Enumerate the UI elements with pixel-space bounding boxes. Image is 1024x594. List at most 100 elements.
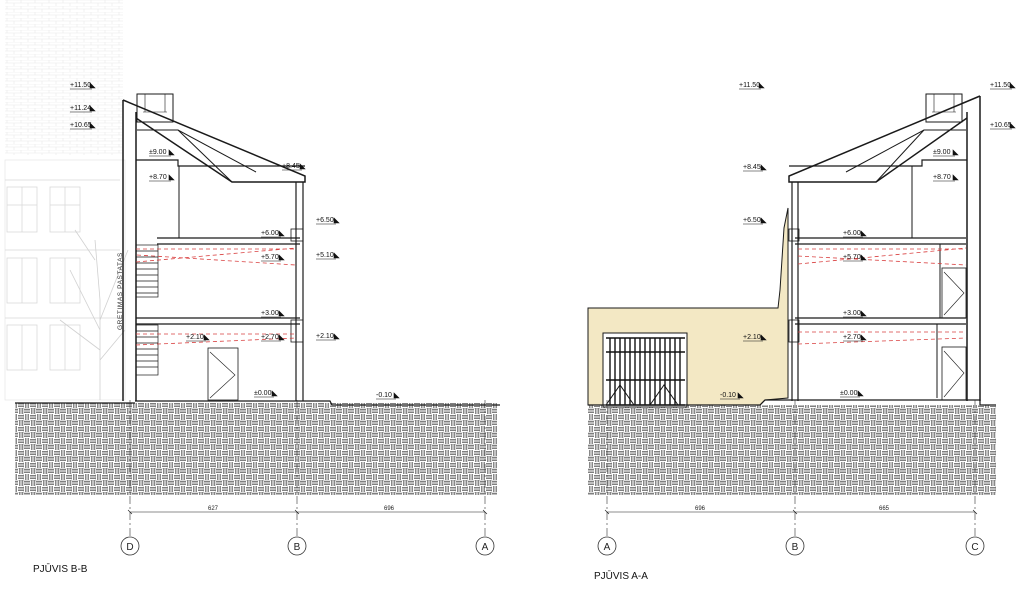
svg-text:+8.70: +8.70	[933, 174, 951, 181]
svg-text:-0.10: -0.10	[720, 392, 736, 399]
section-title-aa: PJŪVIS A-A	[594, 570, 648, 582]
level-marker: -0.10	[376, 392, 400, 400]
floor-1-aa	[795, 317, 966, 325]
roof-bb	[122, 99, 306, 183]
left-wall-aa	[791, 182, 799, 401]
svg-text:B: B	[294, 542, 301, 553]
axis-bubbles-aa: A B C	[597, 536, 985, 556]
svg-text:+10.65: +10.65	[70, 122, 92, 129]
level-marker: +6.00	[261, 230, 285, 238]
svg-text:+2.10: +2.10	[743, 334, 761, 341]
svg-text:B: B	[792, 542, 799, 553]
level-marker: +10.65	[70, 122, 96, 130]
section-bb	[15, 93, 500, 540]
section-title-bb: PJŪVIS B-B	[33, 563, 88, 575]
level-markers-bb: +11.50 +11.24 +10.65 ±9.00 +8.70 +8.45 +…	[70, 82, 400, 400]
level-marker: +11.50	[70, 82, 96, 90]
level-marker: +10.65	[990, 122, 1016, 130]
level-marker: -0.10	[720, 392, 744, 400]
chimney-aa	[925, 93, 963, 123]
svg-text:+11.24: +11.24	[70, 105, 91, 112]
axis-bubble: D	[120, 536, 140, 556]
level-marker: ±9.00	[149, 149, 175, 157]
level-marker: ±0.00	[254, 390, 278, 398]
level-marker: +8.70	[933, 174, 959, 182]
level-marker: +5.70	[843, 254, 867, 262]
svg-text:±0.00: ±0.00	[254, 390, 272, 397]
svg-text:+11.50: +11.50	[990, 82, 1011, 89]
neighbor-facade	[4, 0, 129, 401]
axis-bubbles-bb: D B A	[120, 536, 495, 556]
ground-aa	[588, 405, 996, 495]
level-marker: +8.70	[149, 174, 175, 182]
level-marker: +2.70	[843, 334, 867, 342]
svg-text:+2.10: +2.10	[186, 334, 204, 341]
door-aa-upper	[941, 267, 967, 319]
svg-text:+8.45: +8.45	[743, 164, 761, 171]
door-aa-lower	[941, 346, 967, 401]
svg-text:±9.00: ±9.00	[149, 149, 167, 156]
svg-text:+8.70: +8.70	[149, 174, 167, 181]
section-aa	[587, 93, 996, 540]
level-marker: +2.10	[186, 334, 210, 342]
ground-bb	[15, 403, 497, 495]
svg-text:D: D	[126, 542, 133, 553]
right-wall-aa	[966, 96, 981, 401]
roof-aa	[788, 95, 981, 183]
level-marker: +6.00	[843, 230, 867, 238]
dimension-label: 696	[695, 506, 706, 512]
axis-bubble: A	[597, 536, 617, 556]
level-marker: +6.50	[316, 217, 340, 225]
svg-text:+11.50: +11.50	[70, 82, 91, 89]
level-markers-aa: +11.50 +11.50 +10.65 +8.45 ±9.00 +8.70 +…	[720, 82, 1016, 400]
right-wall-bb	[295, 182, 304, 401]
neighbor-building-label: GRETIMAS PASTATAS	[117, 252, 124, 330]
gate-bars	[605, 337, 685, 406]
svg-text:+3.00: +3.00	[261, 310, 279, 317]
floor-2-aa	[795, 237, 966, 245]
svg-text:A: A	[604, 542, 611, 553]
axis-bubble: B	[785, 536, 805, 556]
level-marker: +2.10	[743, 334, 767, 342]
level-marker: ±0.00	[840, 390, 864, 398]
level-marker: +5.70	[261, 254, 285, 262]
level-marker: +2.10	[316, 333, 340, 341]
axis-bubble: A	[475, 536, 495, 556]
svg-text:±0.00: ±0.00	[840, 390, 858, 397]
floor-2-bb	[157, 237, 300, 245]
svg-text:+6.50: +6.50	[316, 217, 334, 224]
level-marker: +8.45	[743, 164, 767, 172]
level-marker: +5.10	[316, 252, 340, 260]
floor-1-bb	[136, 317, 300, 325]
level-marker: +3.00	[843, 310, 867, 318]
level-marker: +11.50	[990, 82, 1016, 90]
axis-bubble: B	[287, 536, 307, 556]
svg-text:+2.10: +2.10	[316, 333, 334, 340]
dimension-label: 627	[208, 506, 219, 512]
svg-text:+5.70: +5.70	[261, 254, 279, 261]
svg-text:+3.00: +3.00	[843, 310, 861, 317]
level-marker: ±9.00	[933, 149, 959, 157]
level-marker: +11.24	[70, 105, 96, 113]
svg-text:+11.50: +11.50	[739, 82, 760, 89]
tree-sketch	[59, 229, 129, 400]
svg-text:C: C	[971, 542, 978, 553]
dimension-label: 665	[879, 506, 890, 512]
level-marker: +8.45	[282, 163, 306, 171]
svg-text:A: A	[482, 542, 489, 553]
dimension-label: 696	[384, 506, 395, 512]
svg-text:-0.10: -0.10	[376, 392, 392, 399]
svg-text:+10.65: +10.65	[990, 122, 1012, 129]
svg-text:+6.50: +6.50	[743, 217, 761, 224]
chimney-bb	[136, 93, 174, 123]
level-marker: +11.50	[739, 82, 765, 90]
level-marker: +2.70	[261, 334, 285, 342]
svg-text:+2.70: +2.70	[843, 334, 861, 341]
svg-text:+2.70: +2.70	[261, 334, 279, 341]
svg-text:±9.00: ±9.00	[933, 149, 951, 156]
svg-text:+5.10: +5.10	[316, 252, 334, 259]
svg-text:+6.00: +6.00	[843, 230, 861, 237]
stair-bb	[135, 244, 159, 376]
svg-text:+5.70: +5.70	[843, 254, 861, 261]
